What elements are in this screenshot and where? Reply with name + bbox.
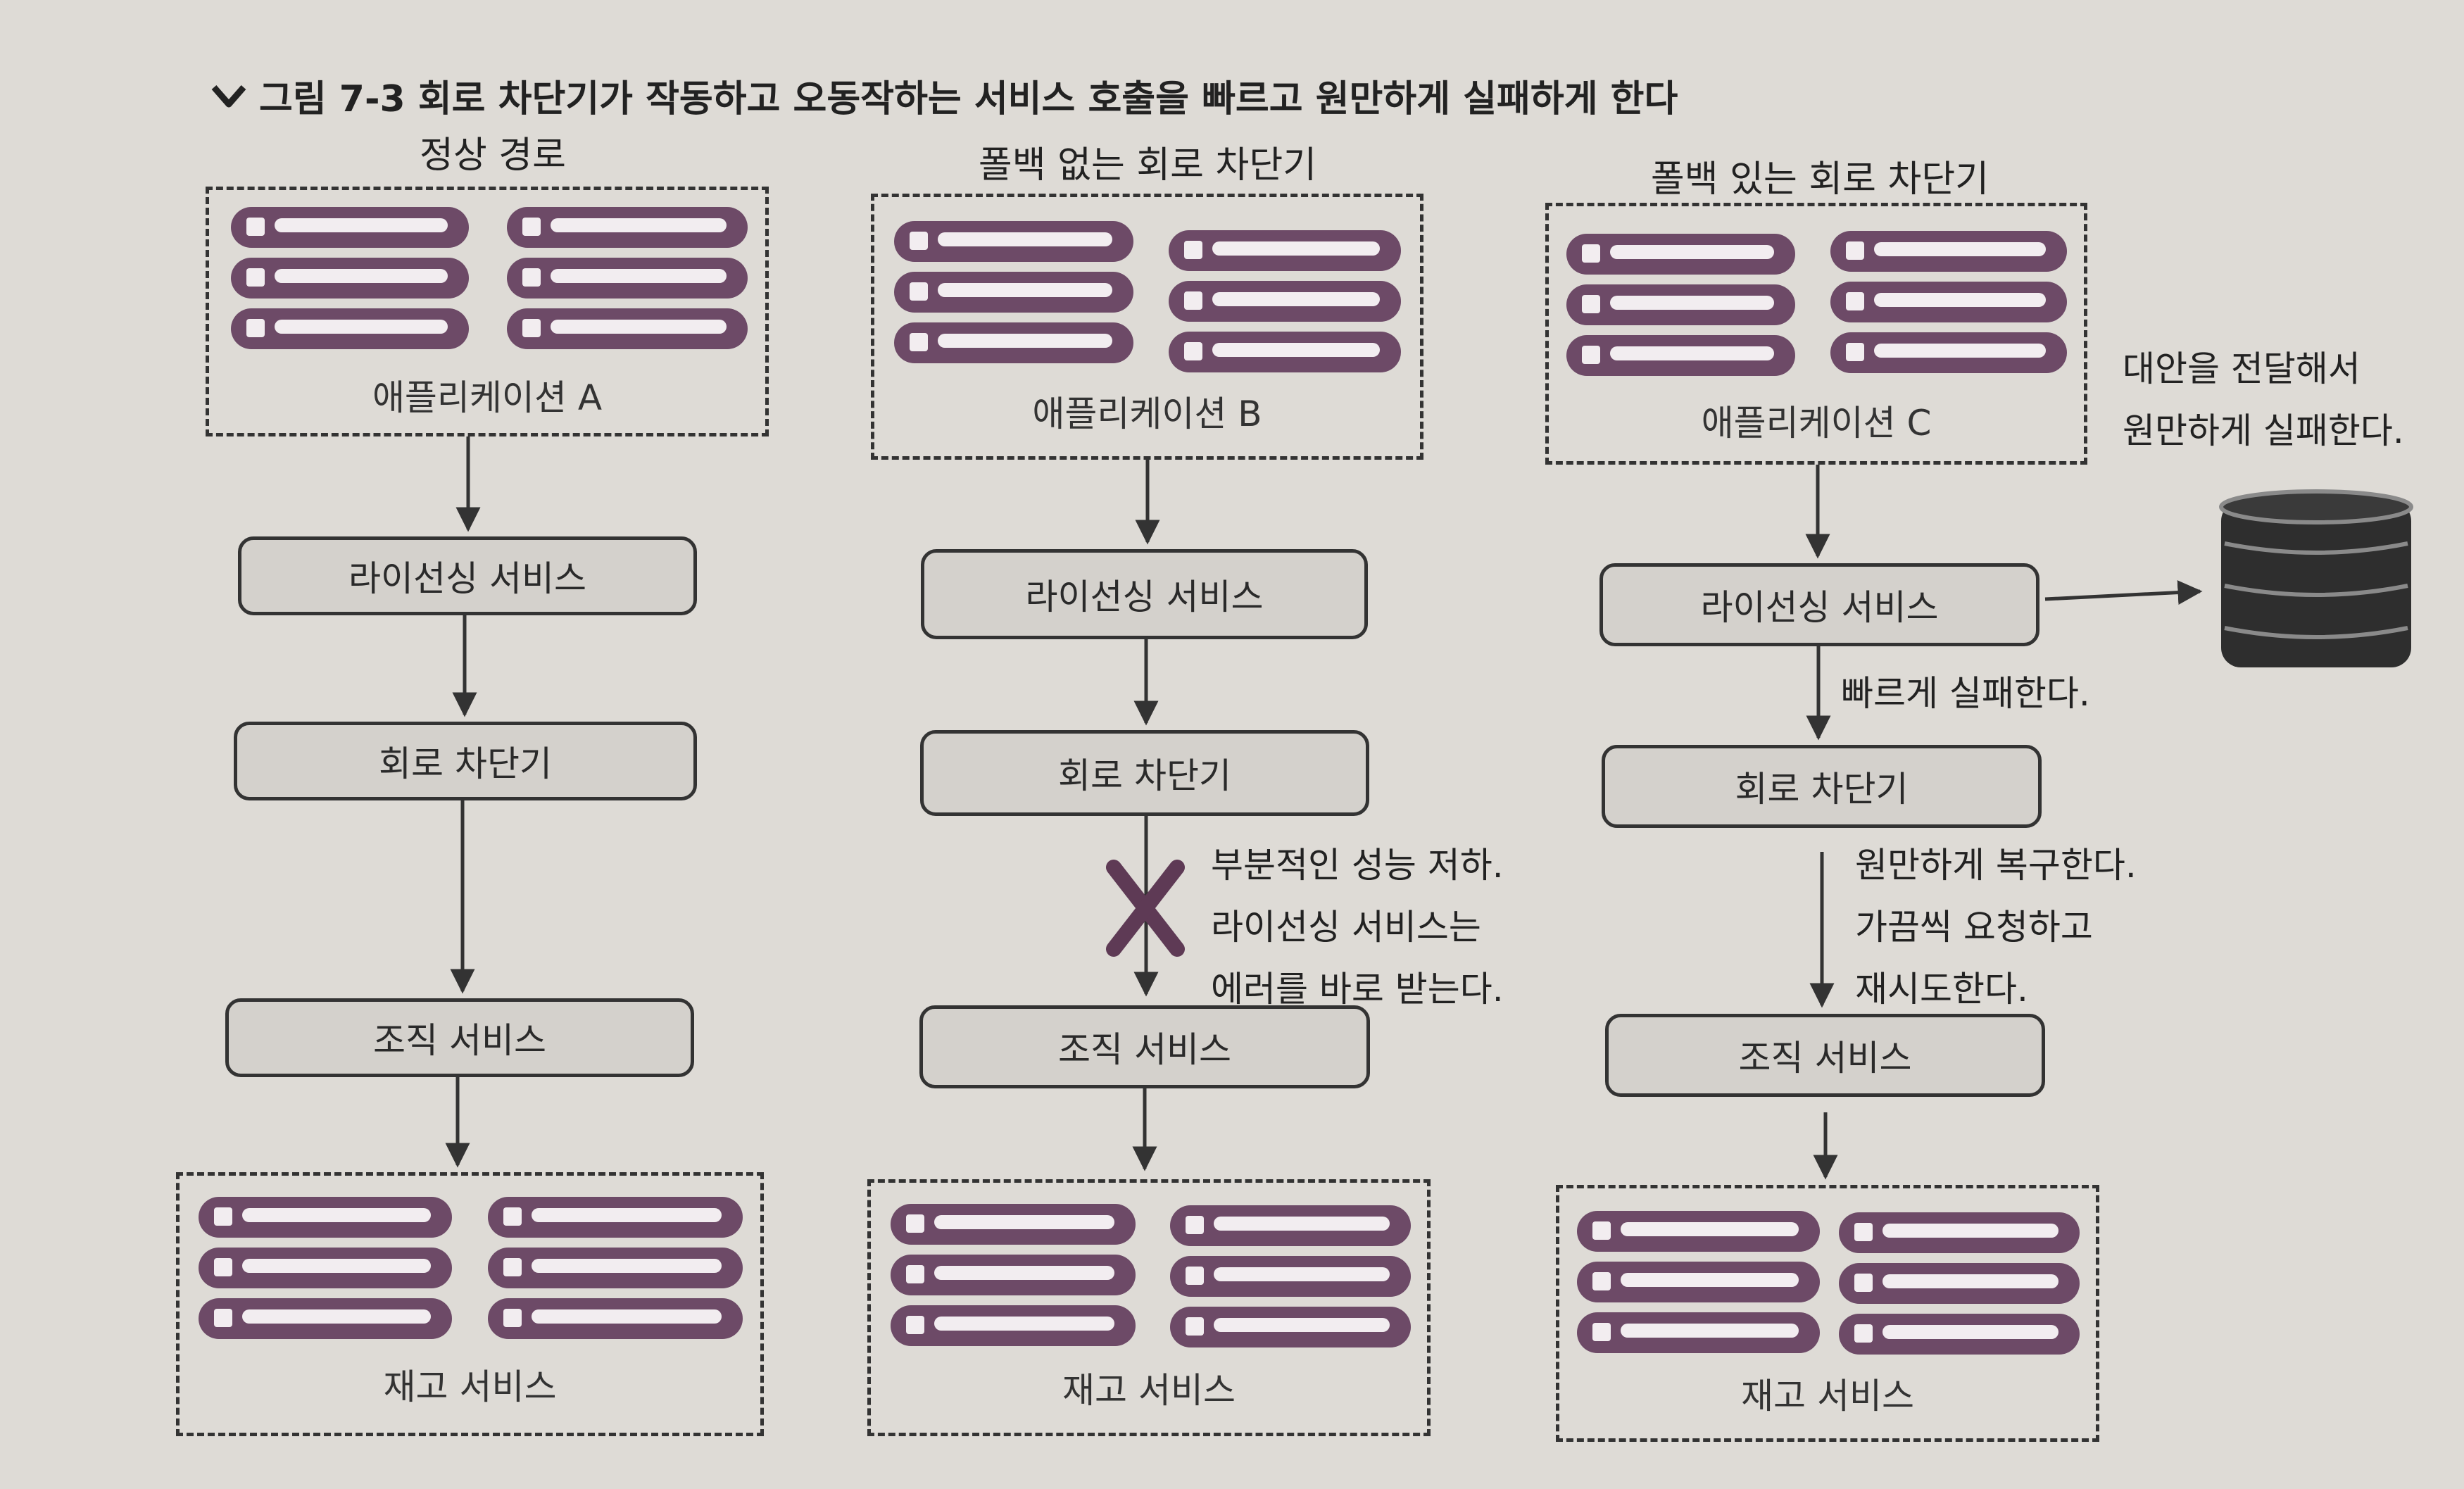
- circuit-breaker-c: 회로 차단기: [1602, 745, 2042, 828]
- recover-note-line: 원만하게 복구한다.: [1855, 845, 2137, 886]
- licensing-service-a: 라이선싱 서비스: [238, 536, 697, 615]
- fallback-note-line: 원만하게 실패한다.: [2123, 410, 2404, 451]
- server-rack-icon: [199, 1197, 452, 1339]
- server-rack-icon: [891, 1204, 1136, 1346]
- column-title-with-fallback: 폴백 있는 회로 차단기: [1650, 158, 1990, 201]
- inventory-service-b-box: 재고 서비스: [867, 1179, 1431, 1436]
- server-rack-icon: [231, 207, 469, 349]
- server-rack-icon: [488, 1197, 743, 1339]
- recover-note-line: 가끔씩 요청하고: [1855, 907, 2093, 948]
- fallback-note-line: 대안을 전달해서: [2123, 348, 2361, 389]
- degradation-note-line: 부분적인 성능 저하.: [1211, 845, 1504, 886]
- application-b-label: 애플리케이션 B: [1032, 394, 1262, 434]
- circuit-breaker-b: 회로 차단기: [920, 730, 1369, 816]
- organization-service-a: 조직 서비스: [225, 998, 694, 1077]
- application-b-box: 애플리케이션 B: [871, 194, 1423, 460]
- degradation-note: 부분적인 성능 저하. 라이선싱 서비스는 에러를 바로 받는다.: [1211, 834, 1504, 1020]
- figure-caption: 그림 7-3 회로 차단기가 작동하고 오동작하는 서비스 호출을 빠르고 원만…: [211, 69, 1678, 122]
- inventory-service-c-label: 재고 서비스: [1741, 1376, 1914, 1416]
- failure-x-icon: [1106, 860, 1185, 957]
- degradation-note-line: 에러를 바로 받는다.: [1211, 969, 1504, 1010]
- column-title-normal-path: 정상 경로: [420, 134, 566, 177]
- recover-note: 원만하게 복구한다. 가끔씩 요청하고 재시도한다.: [1855, 834, 2137, 1020]
- inventory-service-b-label: 재고 서비스: [1062, 1370, 1236, 1411]
- server-rack-icon: [1577, 1211, 1820, 1353]
- application-c-box: 애플리케이션 C: [1545, 203, 2087, 465]
- database-icon: [2219, 489, 2413, 667]
- degradation-note-line: 라이선싱 서비스는: [1211, 907, 1481, 948]
- organization-service-c: 조직 서비스: [1605, 1014, 2045, 1097]
- inventory-service-a-label: 재고 서비스: [383, 1367, 557, 1407]
- recover-note-line: 재시도한다.: [1855, 969, 2028, 1010]
- arrow-licensing-c-to-fallback-db: [2044, 580, 2203, 605]
- fallback-note: 대안을 전달해서 원만하게 실패한다.: [2123, 338, 2404, 462]
- server-rack-icon: [1169, 230, 1401, 372]
- licensing-service-c: 라이선싱 서비스: [1599, 563, 2039, 646]
- server-rack-icon: [1830, 231, 2067, 373]
- application-c-label: 애플리케이션 C: [1701, 403, 1932, 444]
- server-rack-icon: [1566, 234, 1795, 376]
- circuit-breaker-a: 회로 차단기: [234, 722, 697, 800]
- application-a-label: 애플리케이션 A: [372, 377, 603, 418]
- application-a-box: 애플리케이션 A: [206, 187, 769, 436]
- organization-service-b: 조직 서비스: [919, 1005, 1370, 1088]
- licensing-service-b: 라이선싱 서비스: [921, 549, 1368, 639]
- fail-fast-note: 빠르게 실패한다.: [1841, 673, 2090, 714]
- server-rack-icon: [1839, 1212, 2080, 1355]
- column-title-no-fallback: 폴백 없는 회로 차단기: [978, 144, 1317, 187]
- server-rack-icon: [507, 207, 748, 349]
- server-rack-icon: [1170, 1205, 1411, 1347]
- chevron-down-icon: [211, 75, 246, 118]
- server-rack-icon: [894, 221, 1133, 363]
- inventory-service-c-box: 재고 서비스: [1556, 1185, 2099, 1442]
- inventory-service-a-box: 재고 서비스: [176, 1172, 764, 1436]
